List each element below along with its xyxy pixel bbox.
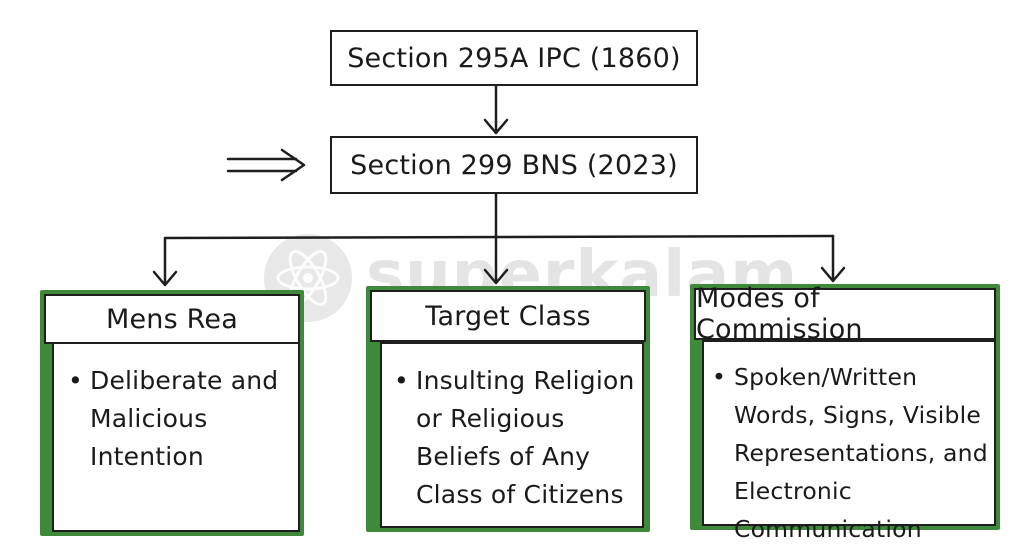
bullet-list: Deliberate and Malicious Intention: [68, 362, 290, 476]
bns-node-label: Section 299 BNS (2023): [350, 149, 678, 181]
card-body: Spoken/Written Words, Signs, Visible Rep…: [702, 340, 996, 543]
bullet-list: Spoken/Written Words, Signs, Visible Rep…: [712, 358, 994, 548]
bullet-item: Spoken/Written Words, Signs, Visible Rep…: [712, 358, 994, 548]
card-title-box: Mens Rea: [44, 294, 300, 344]
ipc-node-label: Section 295A IPC (1860): [347, 42, 681, 74]
card-title-box: Target Class: [370, 290, 646, 342]
card-title: Mens Rea: [106, 303, 238, 335]
bullet-item: Insulting Religion or Religious Beliefs …: [394, 362, 640, 514]
bullet-list: Insulting Religion or Religious Beliefs …: [394, 362, 640, 514]
bullet-item: Deliberate and Malicious Intention: [68, 362, 290, 476]
card-body: Deliberate and Malicious Intention: [52, 340, 300, 532]
card-title: Modes of Commission: [696, 283, 863, 345]
bns-node: Section 299 BNS (2023): [330, 136, 698, 194]
card-title-box: Modes of Commission: [694, 283, 996, 345]
ipc-node: Section 295A IPC (1860): [330, 30, 698, 86]
card-title: Target Class: [425, 300, 591, 332]
card-body: Insulting Religion or Religious Beliefs …: [380, 342, 644, 528]
